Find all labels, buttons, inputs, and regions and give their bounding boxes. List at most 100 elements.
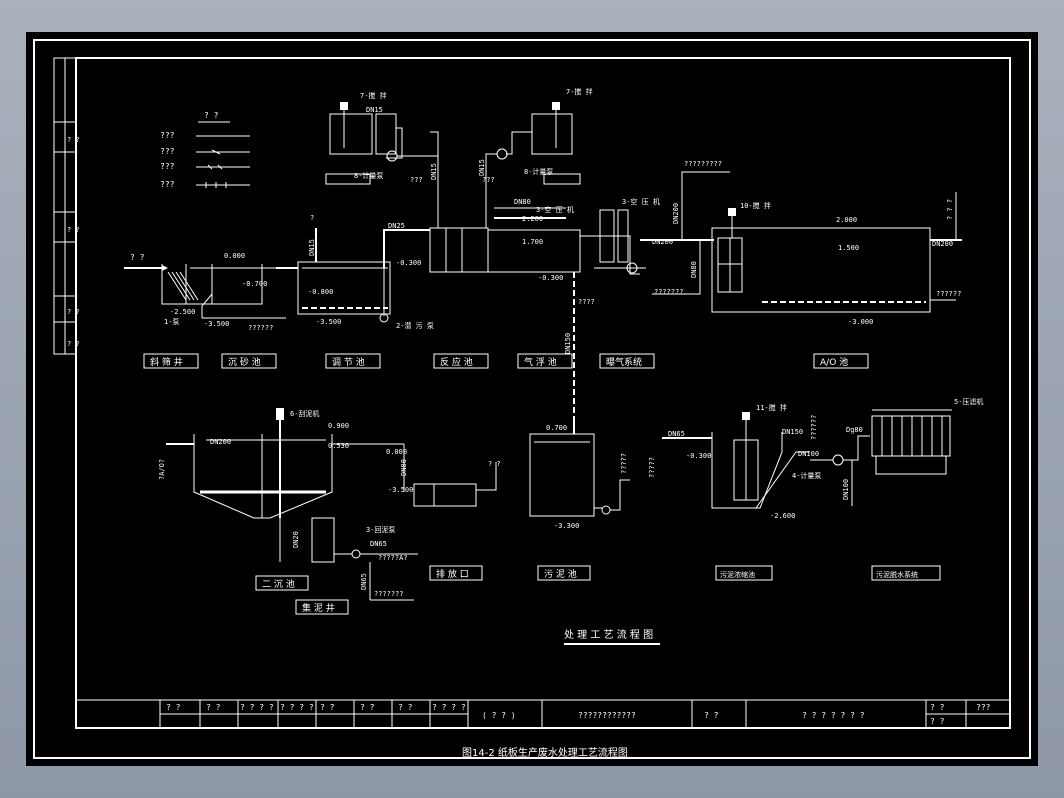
grit-chamber: [185, 264, 263, 305]
svg-text:-0.700: -0.700: [242, 280, 267, 288]
unit-label: A/O 池: [820, 356, 848, 368]
svg-text:?????: ?????: [620, 453, 628, 474]
legend-heading: ? ?: [204, 111, 219, 120]
sludge-well: [311, 517, 335, 563]
svg-text:DN65: DN65: [370, 540, 387, 548]
svg-text:??????: ??????: [936, 290, 961, 298]
svg-text:1-泵: 1-泵: [164, 318, 179, 326]
svg-text:5-压滤机: 5-压滤机: [954, 397, 983, 406]
side-strip-label: ? ?: [67, 136, 80, 144]
outfall: [413, 483, 477, 507]
side-strip-label: ? ?: [67, 340, 80, 348]
svg-text:-3.300: -3.300: [554, 522, 579, 530]
svg-text:10-搅 拌: 10-搅 拌: [740, 201, 771, 210]
svg-text:3-空 压 机: 3-空 压 机: [536, 205, 574, 214]
svg-text:DN20: DN20: [292, 531, 300, 548]
svg-text:8-计量泵: 8-计量泵: [354, 171, 383, 180]
svg-text:DN15: DN15: [366, 106, 383, 114]
unit-label: 二 沉 池: [262, 578, 295, 590]
outer-frame: [33, 39, 1031, 759]
thickener-tank: [711, 432, 783, 509]
svg-text:DN65: DN65: [360, 573, 368, 590]
svg-text:DN25: DN25: [388, 222, 405, 230]
svg-text:-0.300: -0.300: [396, 259, 421, 267]
svg-text:DN15: DN15: [308, 239, 316, 256]
svg-text:DN65: DN65: [668, 430, 685, 438]
svg-text:4-计量泵: 4-计量泵: [792, 471, 821, 480]
unit-label: 污 泥 池: [544, 568, 577, 580]
side-strip-label: ? ?: [67, 308, 80, 316]
svg-text:8-计量泵: 8-计量泵: [524, 167, 553, 176]
svg-text:?????????: ?????????: [684, 160, 722, 168]
svg-text:? ?: ? ?: [166, 703, 181, 712]
svg-text:0.000: 0.000: [386, 448, 407, 456]
svg-text:???????: ???????: [374, 590, 404, 598]
svg-text:7-搅 拌: 7-搅 拌: [566, 87, 593, 96]
svg-text:-3.500: -3.500: [316, 318, 341, 326]
unit-label: 斜 筛 井: [150, 356, 183, 368]
svg-text:? ?: ? ?: [320, 703, 335, 712]
process-diagram: ? ? ? ? ? ? ? ? ? ? ??? ??? ??? ??? ? ? …: [33, 39, 1031, 759]
svg-text:? ?: ? ?: [360, 703, 375, 712]
svg-text:-0.800: -0.800: [308, 288, 333, 296]
drawing-sheet: ? ? ? ? ? ? ? ? ? ? ??? ??? ??? ??? ? ? …: [26, 32, 1038, 766]
svg-text:? ?: ? ?: [206, 703, 221, 712]
svg-text:? ?: ? ?: [930, 717, 945, 726]
svg-text:-3.000: -3.000: [848, 318, 873, 326]
unit-label: 污泥脱水系统: [876, 570, 918, 579]
svg-text:11-搅 拌: 11-搅 拌: [756, 403, 787, 412]
svg-text:DN150: DN150: [782, 428, 803, 436]
svg-text:0.700: 0.700: [546, 424, 567, 432]
svg-text:????: ????: [578, 298, 595, 306]
secondary-clarifier: [261, 434, 333, 519]
svg-text:???????: ???????: [654, 288, 684, 296]
svg-text:?: ?: [310, 214, 314, 222]
svg-text:? ?: ? ?: [704, 711, 719, 720]
legend-row: ???: [160, 162, 175, 171]
svg-text:?????A?: ?????A?: [378, 554, 408, 562]
unit-label: 反 应 池: [440, 356, 473, 368]
svg-text:?A/O?: ?A/O?: [158, 459, 166, 480]
svg-text:? ?: ? ?: [488, 460, 501, 468]
svg-text:1.500: 1.500: [838, 244, 859, 252]
svg-text:DN80: DN80: [514, 198, 531, 206]
diagram-title: 处 理 工 艺 流 程 图: [564, 628, 653, 641]
svg-text:6-刮泥机: 6-刮泥机: [290, 409, 319, 418]
svg-text:DN200: DN200: [672, 203, 680, 224]
svg-text:-2.600: -2.600: [770, 512, 795, 520]
svg-text:-3.500: -3.500: [388, 486, 413, 494]
svg-text:-3.500: -3.500: [204, 320, 229, 328]
dosing-tank-2: [531, 113, 573, 155]
flotation-tank: [487, 229, 581, 273]
svg-text:-0.300: -0.300: [686, 452, 711, 460]
unit-label: 曝气系统: [606, 356, 642, 368]
svg-text:DN200: DN200: [210, 438, 231, 446]
svg-text:???: ???: [410, 176, 423, 184]
svg-text:? ? ? ?: ? ? ? ?: [432, 703, 466, 712]
svg-text:? ? ?: ? ? ?: [946, 199, 954, 220]
legend-row: ???: [160, 180, 175, 189]
svg-text:3-回泥泵: 3-回泥泵: [366, 526, 395, 534]
svg-text:? ?: ? ?: [398, 703, 413, 712]
svg-text:?????: ?????: [648, 457, 656, 478]
unit-label: 气 浮 池: [524, 356, 557, 368]
svg-text:DN15: DN15: [430, 163, 438, 180]
svg-text:DN15: DN15: [478, 159, 486, 176]
svg-text:DN100: DN100: [842, 479, 850, 500]
unit-label: 沉 砂 池: [228, 356, 261, 368]
svg-text:????????????: ????????????: [578, 711, 636, 720]
ao-tank: [711, 227, 931, 313]
svg-text:2-潜 污 泵: 2-潜 污 泵: [396, 321, 434, 330]
svg-text:0.000: 0.000: [224, 252, 245, 260]
legend-row: ???: [160, 131, 175, 140]
unit-label: 集 泥 井: [302, 602, 335, 614]
svg-text:? ? ? ? ? ? ?: ? ? ? ? ? ? ?: [802, 711, 865, 720]
svg-text:DN80: DN80: [690, 261, 698, 278]
figure-caption: 图14-2 纸板生产废水处理工艺流程图: [462, 746, 628, 759]
svg-text:DN100: DN100: [798, 450, 819, 458]
inner-frame: [75, 57, 1011, 729]
svg-text:? ? ? ?: ? ? ? ?: [280, 703, 314, 712]
unit-label: 排 放 口: [436, 568, 469, 580]
sludge-tank: [529, 433, 595, 517]
